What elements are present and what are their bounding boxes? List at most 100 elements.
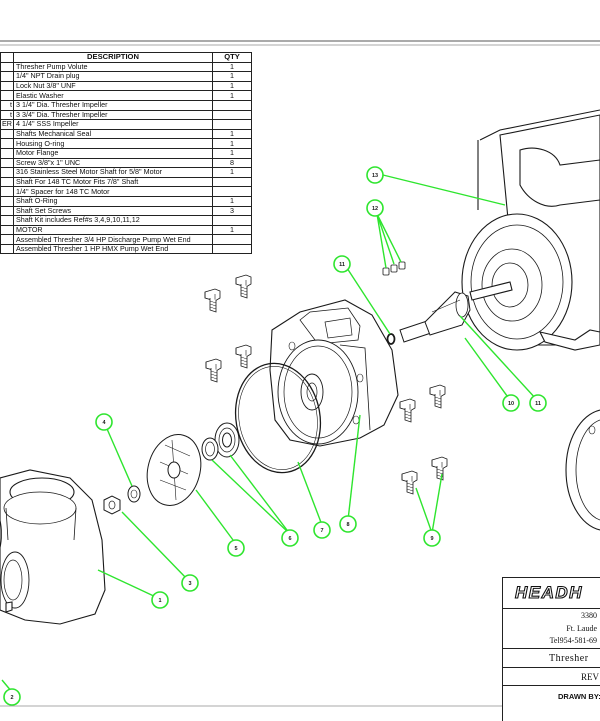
parts-list-row: 316 Stainless Steel Motor Shaft for 5/8"… <box>0 167 252 178</box>
drawing-title: Thresher <box>503 649 600 668</box>
parts-list-row: Assembled Thresher 1 HP HMX Pump Wet End <box>0 243 252 255</box>
callout-10: 10 <box>502 394 520 412</box>
parts-list-ref <box>0 243 14 255</box>
parts-list-description: Shaft Set Screws <box>13 205 213 217</box>
parts-list-description: 4 1/4" SSS Impeller <box>13 119 213 130</box>
parts-list-description: Assembled Thresher 1 HP HMX Pump Wet End <box>13 243 213 255</box>
drawn-by: DRAWN BY: <box>558 692 600 701</box>
parts-list-description: Motor Flange <box>13 147 213 159</box>
revision: REV <box>503 668 600 686</box>
callouts: 13 12 11 10 11 8 7 6 5 4 3 1 9 2 <box>3 166 547 706</box>
parts-list-qty: 1 <box>212 80 252 92</box>
shaft-o-ring <box>386 333 396 345</box>
callout-5-label: 5 <box>234 546 237 552</box>
description-header: DESCRIPTION <box>13 52 213 63</box>
impeller <box>146 434 202 506</box>
lock-nut <box>103 495 121 515</box>
parts-list-qty <box>212 119 252 130</box>
parts-list-qty <box>212 99 252 111</box>
address-line-1: 3380 <box>581 611 597 620</box>
parts-list-ref <box>0 186 14 197</box>
parts-list-qty <box>212 186 252 197</box>
callout-2-label: 2 <box>10 695 13 701</box>
parts-list-description: 3 3/4" Dia. Thresher Impeller <box>13 109 213 121</box>
callout-11-label: 11 <box>339 262 345 268</box>
callout-3-label: 3 <box>188 581 191 587</box>
parts-list-qty <box>212 234 252 245</box>
parts-list-description: Housing O-ring <box>13 138 213 149</box>
parts-list-ref <box>0 147 14 159</box>
housing-o-ring <box>234 362 322 474</box>
ref-header <box>0 52 14 63</box>
parts-list-ref <box>0 205 14 217</box>
qty-header: QTY <box>212 52 252 63</box>
parts-list-row: Shaft Kit includes Ref#s 3,4,9,10,11,12 <box>0 215 252 226</box>
set-screws <box>382 261 406 276</box>
callout-leaders <box>1 174 538 693</box>
callout-13-label: 13 <box>372 173 378 179</box>
parts-list-ref <box>0 128 14 140</box>
parts-list-description: Shaft Kit includes Ref#s 3,4,9,10,11,12 <box>13 215 213 226</box>
title-block: HEADH 3380 Ft. Laude Tel954-581-69 Thres… <box>502 577 600 721</box>
callout-2: 2 <box>3 688 21 706</box>
callout-11b-label: 11 <box>535 401 541 407</box>
callout-4-label: 4 <box>102 420 106 426</box>
motor-flange <box>269 299 399 447</box>
parts-list-description: 1/4" Spacer for 148 TC Motor <box>13 186 213 197</box>
parts-list-ref <box>0 80 14 92</box>
callout-6-label: 6 <box>288 536 291 542</box>
parts-list-description: Lock Nut 3/8" UNF <box>13 80 213 92</box>
company-logo: HEADH <box>503 578 600 609</box>
parts-list-description: Shaft For 148 TC Motor Fits 7/8" Shaft <box>13 176 213 188</box>
parts-list-ref <box>0 61 14 73</box>
parts-list-description: Shaft O-Ring <box>13 195 213 207</box>
parts-list-qty <box>212 243 252 255</box>
parts-list-ref <box>0 195 14 207</box>
parts-list-qty: 1 <box>212 195 252 207</box>
parts-list-row: Assembled Thresher 3/4 HP Discharge Pump… <box>0 234 252 245</box>
parts-list-description: Thresher Pump Volute <box>13 61 213 73</box>
parts-list-ref: t <box>0 99 14 111</box>
parts-list-qty: 1 <box>212 147 252 159</box>
parts-list-ref <box>0 224 14 236</box>
parts-list-qty: 1 <box>212 61 252 73</box>
pump-volute <box>0 469 106 625</box>
motor-face-plate <box>565 409 600 531</box>
parts-list-qty: 1 <box>212 90 252 101</box>
parts-list-ref: t <box>0 109 14 121</box>
parts-list-ref <box>0 176 14 188</box>
callout-11b: 11 <box>529 394 547 412</box>
parts-list-header: DESCRIPTION QTY <box>0 52 252 63</box>
parts-list-ref <box>0 234 14 245</box>
callout-9-label: 9 <box>430 536 433 542</box>
callout-8-label: 8 <box>346 522 349 528</box>
mechanical-seal <box>201 422 240 461</box>
callout-1: 1 <box>151 591 169 609</box>
parts-list-qty: 3 <box>212 205 252 217</box>
parts-list-description: 1/4" NPT Drain plug <box>13 71 213 82</box>
callout-5: 5 <box>227 539 245 557</box>
parts-list-qty: 1 <box>212 224 252 236</box>
parts-list-description: 316 Stainless Steel Motor Shaft for 5/8"… <box>13 167 213 178</box>
callout-13: 13 <box>366 166 384 184</box>
callout-9: 9 <box>423 529 441 547</box>
parts-list-ref <box>0 157 14 169</box>
parts-list-row: 1/4" Spacer for 148 TC Motor <box>0 186 252 197</box>
callout-8: 8 <box>339 515 357 533</box>
parts-list-row: Shaft For 148 TC Motor Fits 7/8" Shaft <box>0 176 252 188</box>
parts-list-qty <box>212 176 252 188</box>
phone-line: Tel954-581-69 <box>503 634 600 649</box>
elastic-washer <box>127 485 141 503</box>
callout-1-label: 1 <box>158 598 161 604</box>
